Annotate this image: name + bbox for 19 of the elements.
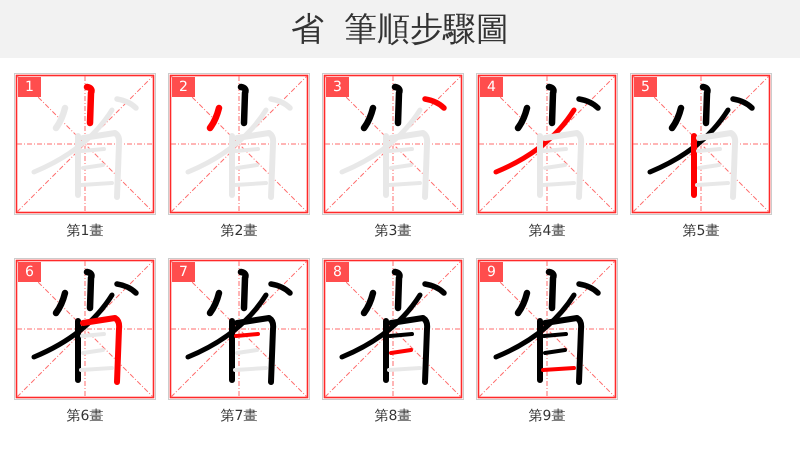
stroke-caption: 第6畫 (66, 407, 104, 425)
step-number: 2 (172, 77, 195, 97)
stroke-caption: 第3畫 (374, 222, 412, 240)
step-number: 4 (480, 77, 503, 97)
stroke-caption: 第7畫 (220, 407, 258, 425)
step-number: 3 (326, 77, 349, 97)
stroke-caption: 第8畫 (374, 407, 412, 425)
stroke-caption: 第1畫 (66, 222, 104, 240)
step-number: 9 (480, 262, 503, 282)
stroke-caption: 第2畫 (220, 222, 258, 240)
step-number: 1 (18, 77, 41, 97)
step-number: 8 (326, 262, 349, 282)
stroke-caption: 第4畫 (528, 222, 566, 240)
step-number: 7 (172, 262, 195, 282)
stroke-caption: 第5畫 (682, 222, 720, 240)
stroke-caption: 第9畫 (528, 407, 566, 425)
step-number: 5 (634, 77, 657, 97)
step-number: 6 (18, 262, 41, 282)
page-title: 省 筆順步驟圖 (290, 8, 510, 50)
